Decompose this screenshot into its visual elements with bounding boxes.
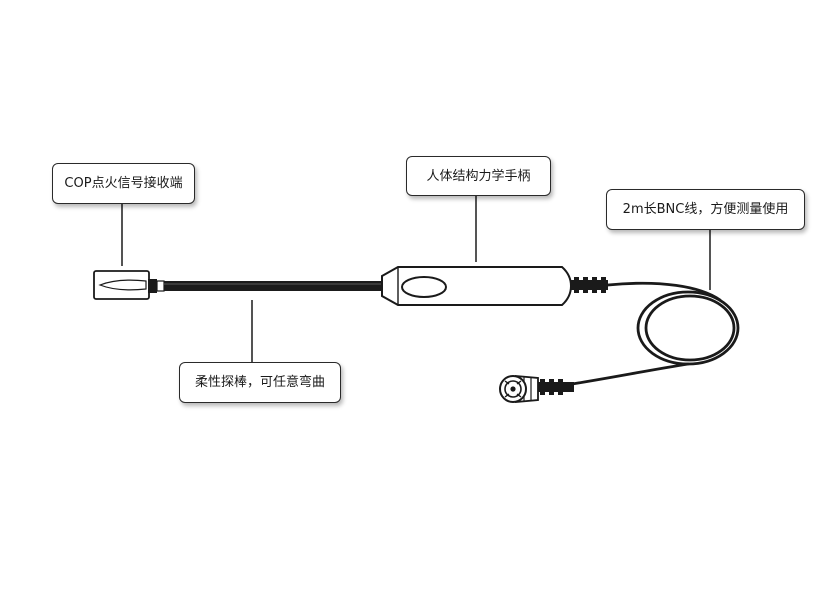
callout-handle-text: 人体结构力学手柄 <box>426 168 531 184</box>
connector-strain-relief <box>536 379 574 395</box>
callout-cable: 2m长BNC线，方便测量使用 <box>606 189 805 230</box>
callout-handle: 人体结构力学手柄 <box>406 156 551 196</box>
handle-body <box>381 266 573 306</box>
callout-cable-text: 2m长BNC线，方便测量使用 <box>622 202 789 217</box>
callout-receiver-text: COP点火信号接收端 <box>64 176 183 191</box>
callout-receiver: COP点火信号接收端 <box>52 163 195 204</box>
callout-probe: 柔性探棒，可任意弯曲 <box>179 362 341 403</box>
handle-strain-relief <box>570 277 608 293</box>
bnc-cable <box>570 281 740 386</box>
bnc-connector <box>499 375 539 403</box>
handle-grip-button <box>401 276 447 298</box>
flexible-shaft <box>164 281 394 291</box>
leader-lines <box>121 196 711 362</box>
callout-probe-text: 柔性探棒，可任意弯曲 <box>194 375 325 390</box>
receiver-tip <box>93 270 165 300</box>
